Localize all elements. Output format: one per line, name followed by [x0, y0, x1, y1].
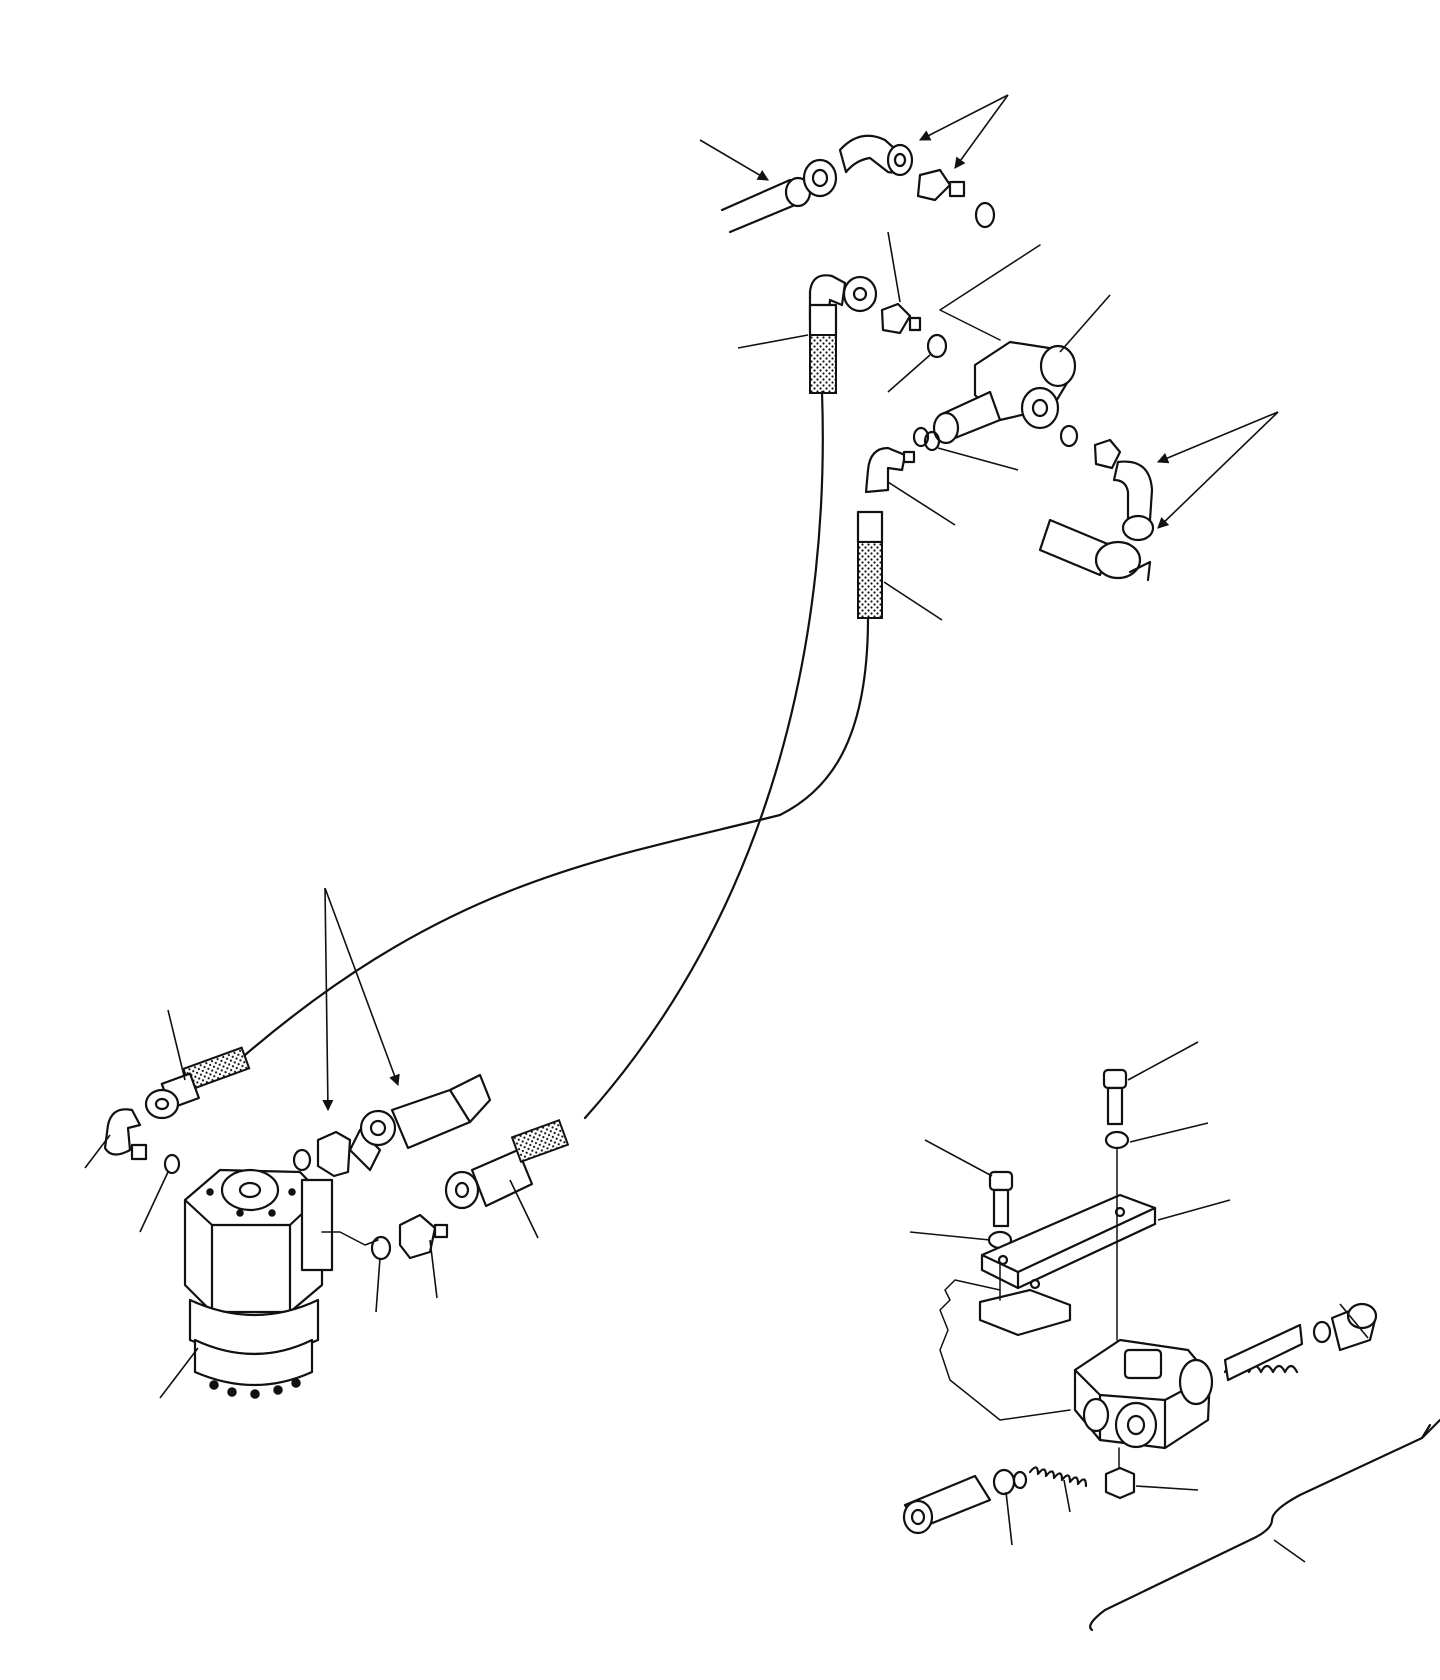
top-arrows [699, 94, 1009, 181]
motor-link-line [321, 1231, 379, 1246]
right-arrows [1156, 411, 1279, 529]
inset-valve-block [1073, 1147, 1214, 1450]
left-elbow [103, 1108, 181, 1175]
center-fittings [292, 1073, 570, 1261]
inset-leaders [909, 1041, 1369, 1563]
inset-mount [939, 1261, 1072, 1421]
steering-motor [183, 1168, 334, 1399]
inset-spring-right [1223, 1302, 1378, 1382]
top-link-line [939, 244, 1041, 341]
inset-plate [980, 1193, 1157, 1290]
top-hose-connection [720, 134, 996, 234]
left-arrows [322, 887, 400, 1112]
valve-block-upper [912, 340, 1079, 452]
inset-nut [1104, 1447, 1136, 1500]
upper-hose-elbow [808, 274, 948, 394]
long-hoses [243, 390, 870, 1120]
lower-elbow-fitting [856, 446, 916, 619]
upper-elbow-right [1038, 438, 1155, 582]
left-hose-end [144, 1046, 251, 1120]
left-leaders [84, 1009, 539, 1399]
inset-spring-left [902, 1466, 1088, 1535]
inset-bracket [1089, 1418, 1440, 1632]
upper-leaders [737, 231, 1111, 621]
